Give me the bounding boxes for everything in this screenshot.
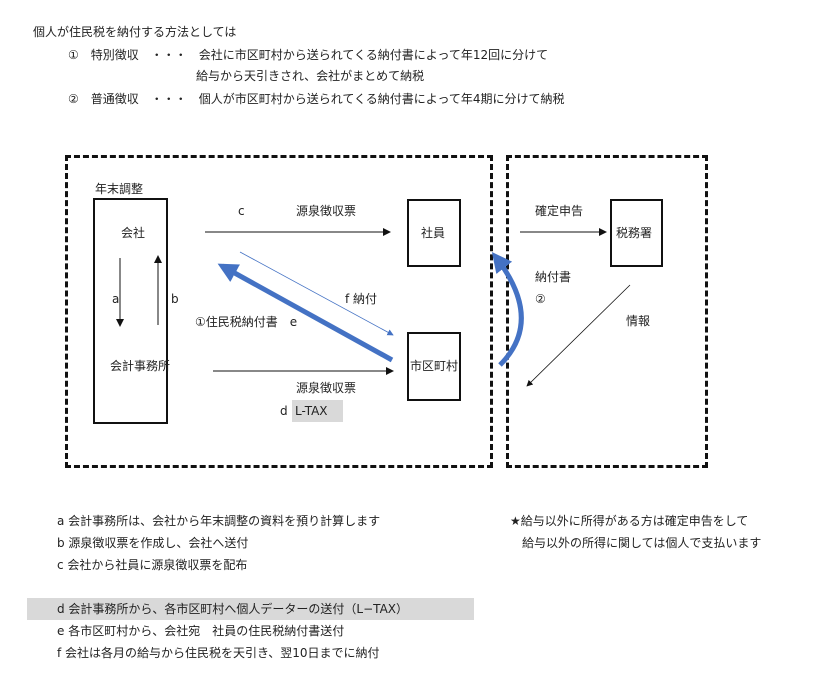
employee-box [407, 199, 461, 267]
note-b: b 源泉徴収票を作成し、会社へ送付 [57, 536, 249, 550]
nenmatsu-label: 年末調整 [95, 182, 144, 196]
note-f: f 会社は各月の給与から住民税を天引き、翌10日までに納付 [57, 646, 380, 660]
label-a: a [112, 292, 120, 306]
tax-office-label: 税務署 [616, 226, 653, 240]
resident-tax-notice-label: ①住民税納付書 e [195, 315, 298, 329]
arrow-e-notice [217, 263, 394, 363]
notice-label: 納付書 [535, 270, 572, 284]
year-end-adjustment-frame [65, 155, 493, 468]
method-special: ① 特別徴収 ・・・ 会社に市区町村から送られてくる納付書によって年12回に分け… [68, 48, 549, 62]
label-d: d [280, 404, 288, 418]
company-office-box [93, 198, 168, 424]
star-note-line1: ★給与以外に所得がある方は確定申告をして [510, 514, 749, 528]
municipality-box [407, 332, 461, 401]
employee-label: 社員 [421, 226, 446, 240]
note-e: e 各市区町村から、会社宛 社員の住民税納付書送付 [57, 624, 345, 638]
gensen-bottom-label: 源泉徴収票 [296, 381, 357, 395]
f-payment-label: f 納付 [345, 292, 378, 306]
circle2-label: ② [535, 292, 546, 306]
company-label: 会社 [121, 226, 146, 240]
kakutei-label: 確定申告 [535, 204, 584, 218]
label-c: c [238, 204, 245, 218]
star-note-line2: 給与以外の所得に関しては個人で支払います [522, 536, 762, 550]
tax-office-box [610, 199, 663, 267]
ltax-badge: L-TAX [292, 400, 343, 422]
arrow-f-payment [239, 251, 394, 336]
label-b: b [171, 292, 179, 306]
municipality-label: 市区町村 [410, 359, 459, 373]
note-c: c 会社から社員に源泉徴収票を配布 [57, 558, 248, 572]
tax-return-frame [506, 155, 708, 468]
info-label: 情報 [626, 314, 651, 328]
intro-heading: 個人が住民税を納付する方法としては [33, 25, 237, 39]
accounting-office-label: 会計事務所 [110, 359, 171, 373]
method-normal: ② 普通徴収 ・・・ 個人が市区町村から送られてくる納付書によって年4期に分けて… [68, 92, 565, 106]
arrow-notice-curve [491, 252, 524, 367]
arrow-info [526, 284, 631, 387]
note-a: a 会計事務所は、会社から年末調整の資料を預り計算します [57, 514, 381, 528]
gensen-top-label: 源泉徴収票 [296, 204, 357, 218]
note-d: d 会計事務所から、各市区町村へ個人データーの送付（L−TAX） [27, 598, 474, 620]
method-special-cont: 給与から天引きされ、会社がまとめて納税 [196, 69, 425, 83]
